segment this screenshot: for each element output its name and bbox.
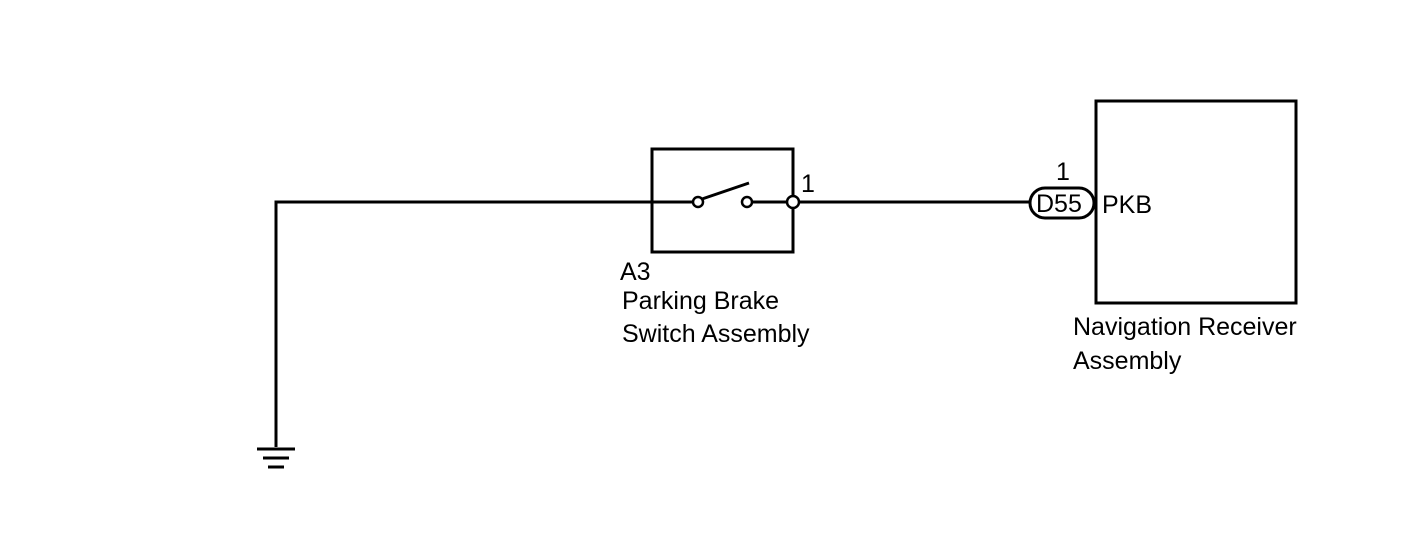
- switch-contact-right: [740, 195, 754, 209]
- receiver-name-line2: Assembly: [1073, 347, 1182, 375]
- receiver-connector-label: D55: [1036, 190, 1082, 218]
- connector-d55-capsule: [1028, 186, 1096, 220]
- switch-connector-label: A3: [620, 258, 651, 286]
- switch-blade: [701, 181, 750, 201]
- switch-pin-label: 1: [801, 170, 815, 198]
- receiver-terminal-label: PKB: [1102, 191, 1152, 219]
- switch-name-line2: Switch Assembly: [622, 320, 810, 348]
- ground-symbol-icon: [257, 447, 295, 469]
- switch-terminal-pin: [785, 194, 801, 210]
- switch-contact-left: [691, 195, 705, 209]
- receiver-assembly-box: [1094, 99, 1298, 305]
- receiver-pin-label: 1: [1056, 158, 1070, 186]
- switch-name-line1: Parking Brake: [622, 287, 779, 315]
- receiver-name-line1: Navigation Receiver: [1073, 313, 1297, 341]
